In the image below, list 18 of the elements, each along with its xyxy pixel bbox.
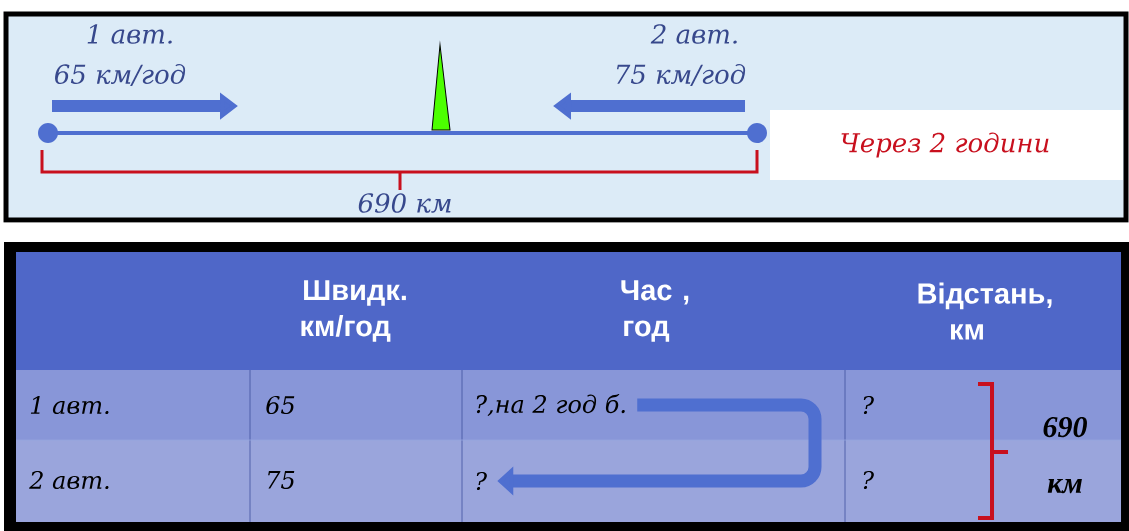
label: 65 — [266, 395, 295, 415]
label: ? — [863, 395, 874, 415]
label: 75 км/год — [616, 63, 746, 87]
label: Через 2 години — [841, 132, 1049, 158]
label: 65 км/год — [55, 63, 186, 87]
label: 75 — [268, 471, 295, 489]
table-cell: ?,на 2 год б. — [476, 393, 625, 417]
label: 690 км — [1043, 416, 1087, 494]
table-cell: ? — [476, 471, 487, 491]
label: 1 авт. — [87, 24, 172, 44]
label: 1 авт. — [30, 395, 109, 415]
label: 2 авт. — [29, 470, 109, 490]
label: 2 авт. — [650, 24, 737, 44]
label: Швидк. км/год — [301, 280, 406, 342]
label: 690 км — [358, 193, 451, 213]
label: ? — [863, 470, 874, 490]
label: Час , год — [621, 280, 689, 342]
label: Відстань, км — [918, 282, 1052, 340]
